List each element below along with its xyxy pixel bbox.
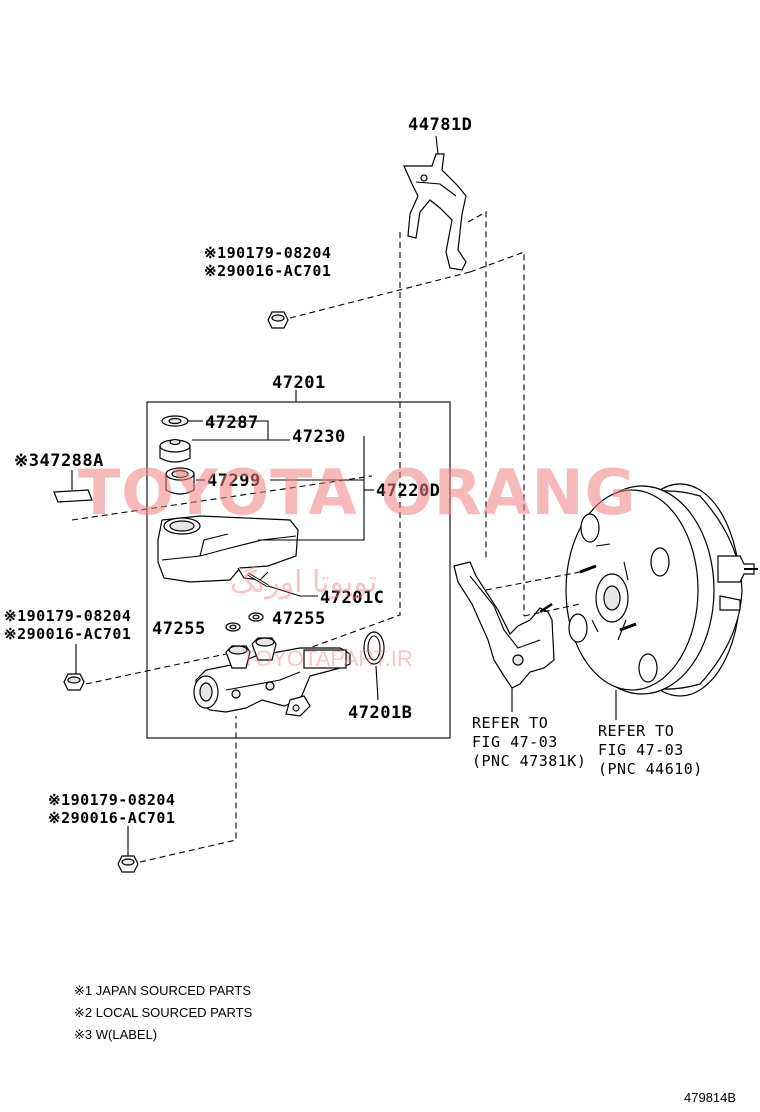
label-grommet-left: 47255: [152, 619, 206, 639]
cap-47230: [159, 438, 191, 463]
oring-47201b: [363, 631, 385, 665]
label-grommet-right: 47255: [272, 609, 326, 629]
label-bolt-left-1: ※190179-08204: [4, 607, 131, 625]
label-reservoir: 47220D: [376, 481, 440, 501]
label-master-cyl: 47201: [272, 373, 326, 393]
label-bolt-bottom-2: ※290016-AC701: [48, 809, 175, 827]
label-bolt-top-2: ※290016-AC701: [204, 262, 331, 280]
label-cap-assy: 47230: [292, 427, 346, 447]
brake-booster-44610: [565, 483, 758, 697]
label-47288a: [53, 489, 93, 503]
note-1: ※1 JAPAN SOURCED PARTS: [74, 983, 251, 998]
reservoir-47220d: [157, 515, 299, 583]
watermark-url: TOYOTAPART.IR: [242, 646, 413, 671]
watermark-brand: TOYOTA ORANG: [78, 456, 636, 529]
ref-bracket-line1: REFER TO: [472, 714, 548, 732]
label-bolt-bottom-1: ※190179-08204: [48, 791, 175, 809]
label-strainer: 47299: [207, 471, 261, 491]
assembly-box-47201: [146, 401, 451, 739]
ref-booster-line1: REFER TO: [598, 722, 674, 740]
master-cylinder-body: [193, 637, 351, 717]
note-2: ※2 LOCAL SOURCED PARTS: [74, 1005, 253, 1020]
nut-top: [267, 311, 289, 329]
label-bolt-left-2: ※290016-AC701: [4, 625, 131, 643]
figure-number: 479814B: [684, 1090, 736, 1105]
ref-booster-line2: FIG 47-03: [598, 741, 684, 759]
label-pin: 47201C: [320, 588, 384, 608]
ref-bracket-line3: (PNC 47381K): [472, 752, 586, 770]
bracket-44781d: [403, 153, 467, 271]
watermark-persian: تويوتا اورنگ: [230, 565, 377, 600]
label-oring: 47201B: [348, 703, 412, 723]
label-47288a: ※347288A: [14, 451, 104, 471]
label-bracket: 44781D: [408, 115, 472, 135]
label-bolt-top-1: ※190179-08204: [204, 244, 331, 262]
nut-left: [63, 673, 85, 691]
ref-bracket-line2: FIG 47-03: [472, 733, 558, 751]
nut-bottom: [117, 855, 139, 873]
ref-booster-line3: (PNC 44610): [598, 760, 703, 778]
strainer-47299: [165, 467, 195, 495]
grommet-left-47255: [225, 622, 241, 632]
booster-bracket-47381k: [453, 561, 555, 689]
cap-47287: [161, 415, 189, 427]
note-3: ※3 W(LABEL): [74, 1027, 157, 1042]
pin-47201c: [247, 572, 269, 588]
label-cap: 47287: [205, 413, 259, 433]
grommet-right-47255: [248, 612, 264, 622]
